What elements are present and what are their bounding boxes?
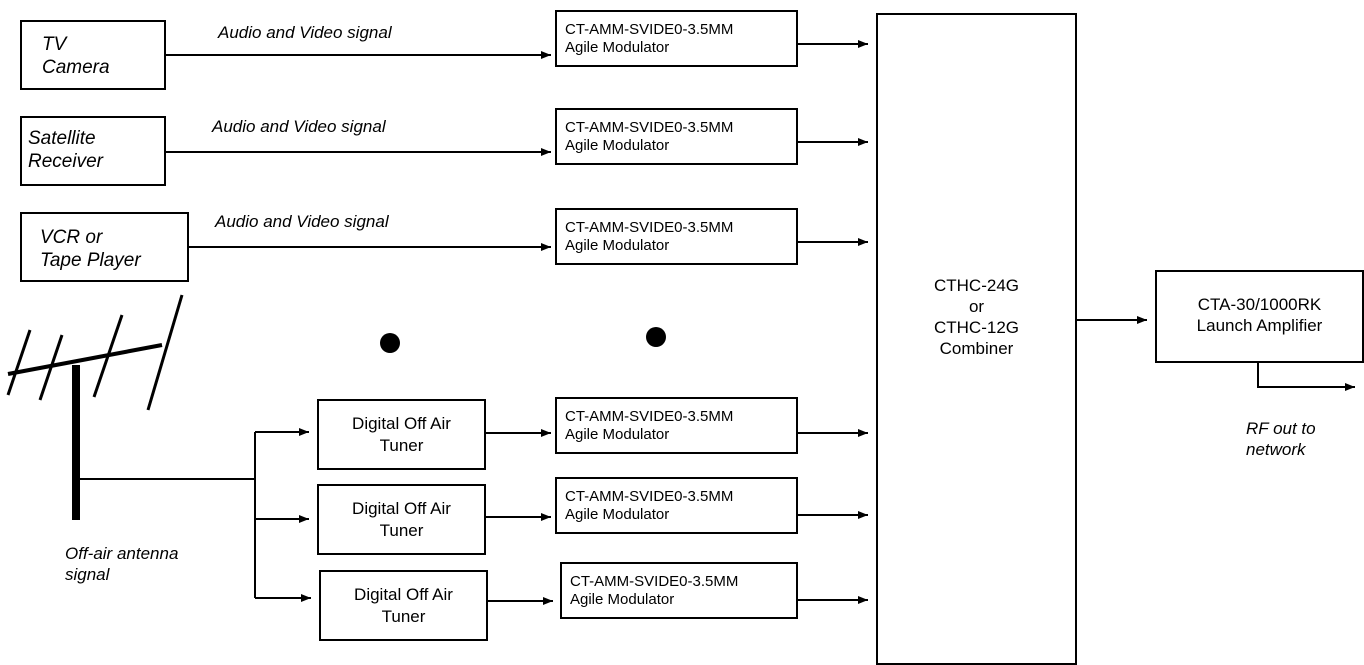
signal-label: Audio and Video signal bbox=[218, 23, 392, 42]
modulator-type: Agile Modulator bbox=[565, 426, 670, 443]
antenna-signal-label: Off-air antenna signal bbox=[65, 543, 178, 585]
signal-label: Audio and Video signal bbox=[215, 212, 389, 231]
tuner-label: Digital Off Air bbox=[354, 585, 453, 604]
tuner-label: Digital Off Air bbox=[352, 414, 451, 433]
antenna-icon bbox=[6, 294, 184, 520]
combiner-label: or bbox=[968, 297, 985, 316]
modulator-model: CT-AMM-SVIDE0-3.5MM bbox=[565, 408, 734, 425]
modulator-model: CT-AMM-SVIDE0-3.5MM bbox=[565, 119, 734, 136]
ellipsis-dot bbox=[380, 333, 400, 353]
ellipsis-dot bbox=[646, 327, 666, 347]
modulator-model: CT-AMM-SVIDE0-3.5MM bbox=[565, 21, 734, 38]
source-label: TV bbox=[42, 34, 67, 55]
antenna-label-text: Off-air antenna bbox=[65, 544, 179, 563]
modulator-model: CT-AMM-SVIDE0-3.5MM bbox=[565, 488, 734, 505]
modulator-type: Agile Modulator bbox=[565, 39, 670, 56]
combiner-box: CTHC-24G or CTHC-12G Combiner bbox=[876, 13, 1077, 665]
rf-out-label: RF out to network bbox=[1246, 418, 1316, 460]
source-label: Tape Player bbox=[40, 250, 141, 271]
tuner-label: Tuner bbox=[379, 521, 424, 540]
amplifier-label: CTA-30/1000RK bbox=[1197, 295, 1322, 314]
antenna-label-text: signal bbox=[65, 565, 110, 584]
source-label: VCR or bbox=[40, 227, 103, 248]
modulator-model: CT-AMM-SVIDE0-3.5MM bbox=[565, 219, 734, 236]
tuner-label: Digital Off Air bbox=[352, 499, 451, 518]
source-label: Receiver bbox=[28, 151, 103, 172]
arrow-rf-out bbox=[1257, 362, 1355, 391]
combiner-label: CTHC-24G bbox=[933, 276, 1019, 295]
amplifier-label: Launch Amplifier bbox=[1196, 316, 1323, 335]
rf-out-text: network bbox=[1246, 440, 1306, 459]
tuner-label: Tuner bbox=[379, 436, 424, 455]
modulator-type: Agile Modulator bbox=[570, 591, 675, 608]
modulator-model: CT-AMM-SVIDE0-3.5MM bbox=[570, 573, 739, 590]
tuner-label: Tuner bbox=[381, 607, 426, 626]
combiner-label: CTHC-12G bbox=[933, 318, 1019, 337]
amplifier-box: CTA-30/1000RK Launch Amplifier bbox=[1155, 270, 1364, 363]
source-label: Satellite bbox=[28, 128, 96, 149]
modulator-type: Agile Modulator bbox=[565, 137, 670, 154]
combiner-label: Combiner bbox=[939, 339, 1014, 358]
signal-label: Audio and Video signal bbox=[212, 117, 386, 136]
rf-out-text: RF out to bbox=[1246, 419, 1316, 438]
modulator-type: Agile Modulator bbox=[565, 506, 670, 523]
modulator-type: Agile Modulator bbox=[565, 237, 670, 254]
source-label: Camera bbox=[42, 57, 110, 78]
